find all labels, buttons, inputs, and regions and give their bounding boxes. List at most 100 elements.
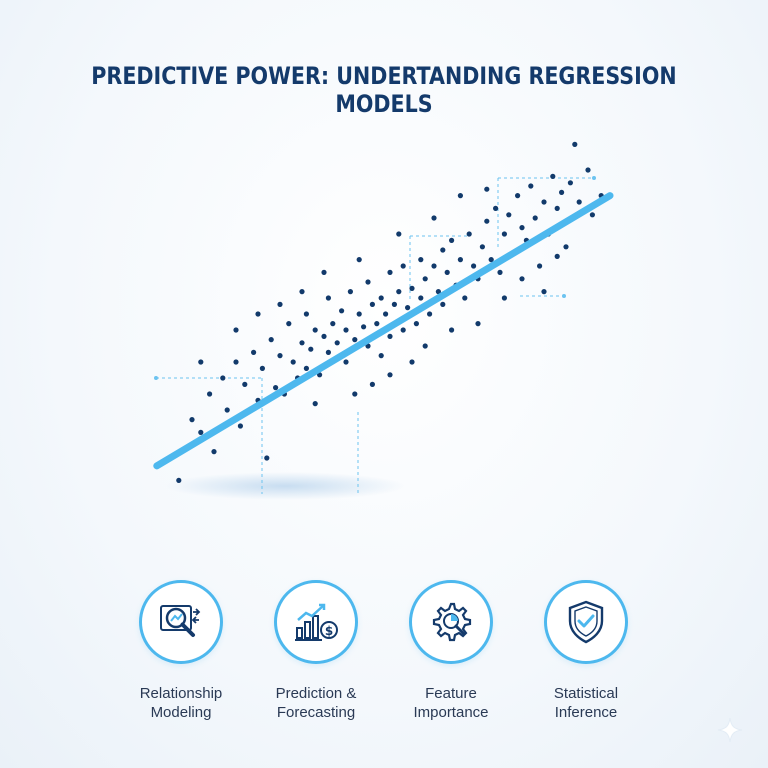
- data-point: [400, 327, 406, 333]
- data-point: [405, 305, 411, 311]
- sparkle-icon: [717, 717, 743, 743]
- data-point: [391, 301, 397, 307]
- data-point: [501, 231, 507, 237]
- data-point: [515, 193, 521, 199]
- data-point: [303, 365, 309, 371]
- data-point: [277, 301, 283, 307]
- data-point: [488, 257, 494, 263]
- data-point: [484, 186, 490, 192]
- plot-shadow: [165, 472, 405, 500]
- data-point: [365, 279, 371, 285]
- data-point: [303, 311, 309, 317]
- guide-endpoint: [562, 294, 566, 298]
- regression-line: [153, 192, 614, 470]
- data-point: [356, 257, 362, 263]
- data-point: [220, 375, 226, 381]
- data-point: [501, 295, 507, 301]
- data-point: [233, 327, 239, 333]
- data-point: [369, 301, 375, 307]
- data-point: [537, 263, 543, 269]
- data-point: [343, 327, 349, 333]
- data-point: [211, 449, 217, 455]
- data-point: [449, 327, 455, 333]
- data-point: [444, 269, 450, 275]
- data-point: [519, 276, 525, 282]
- data-point: [506, 212, 512, 218]
- data-point: [471, 263, 477, 269]
- data-point: [435, 289, 441, 295]
- data-point: [541, 199, 547, 205]
- svg-text:$: $: [325, 624, 333, 638]
- data-point: [339, 308, 345, 314]
- data-point: [369, 381, 375, 387]
- data-point: [383, 311, 389, 317]
- data-point: [189, 417, 195, 423]
- regression-scatter-plot: [153, 141, 614, 500]
- data-point: [422, 276, 428, 282]
- data-point: [519, 225, 525, 231]
- data-point: [457, 193, 463, 199]
- data-point: [563, 244, 569, 250]
- data-point: [576, 199, 582, 205]
- data-point: [457, 257, 463, 263]
- data-point: [207, 391, 213, 397]
- data-point: [541, 289, 547, 295]
- data-point: [418, 295, 424, 301]
- data-point: [237, 423, 243, 429]
- data-point: [484, 218, 490, 224]
- data-point: [387, 269, 393, 275]
- data-point: [356, 311, 362, 317]
- shield-check-icon: [568, 600, 604, 644]
- data-point: [409, 359, 415, 365]
- data-point: [396, 289, 402, 295]
- growth-chart-dollar-icon: $: [295, 603, 338, 641]
- feature-icon-circle: $: [274, 580, 358, 664]
- data-point: [325, 295, 331, 301]
- data-point: [422, 343, 428, 349]
- data-point: [396, 231, 402, 237]
- data-point: [321, 269, 327, 275]
- data-point: [431, 263, 437, 269]
- data-point: [242, 381, 248, 387]
- data-point: [299, 289, 305, 295]
- data-point: [585, 167, 591, 173]
- data-point: [277, 353, 283, 359]
- magnifier-relationship-icon: [160, 605, 201, 637]
- data-point: [387, 372, 393, 378]
- data-point: [334, 340, 340, 346]
- feature-icon-circle: [544, 580, 628, 664]
- page-title: PREDICTIVE POWER: UNDERTANDING REGRESSIO…: [91, 62, 677, 118]
- data-point: [286, 321, 292, 327]
- data-point: [374, 321, 380, 327]
- data-point: [431, 215, 437, 221]
- data-point: [321, 333, 327, 339]
- guide-lines: [154, 176, 596, 494]
- data-point: [312, 401, 318, 407]
- data-point: [290, 359, 296, 365]
- data-point: [255, 311, 261, 317]
- data-point: [449, 237, 455, 243]
- data-point: [264, 455, 270, 461]
- feature-icon-circle: [139, 580, 223, 664]
- data-point: [528, 183, 534, 189]
- data-point: [378, 295, 384, 301]
- data-point: [440, 301, 446, 307]
- data-point: [554, 205, 560, 211]
- data-point: [308, 346, 314, 352]
- data-point: [559, 189, 565, 195]
- data-point: [427, 311, 433, 317]
- feature-prediction-forecasting: $ Prediction &Forecasting: [246, 580, 386, 722]
- data-point: [475, 321, 481, 327]
- data-point: [268, 337, 274, 343]
- feature-icon-circle: [409, 580, 493, 664]
- data-point: [572, 141, 578, 147]
- data-point: [273, 385, 279, 391]
- data-points: [176, 141, 604, 483]
- gear-magnifier-icon: [432, 602, 472, 642]
